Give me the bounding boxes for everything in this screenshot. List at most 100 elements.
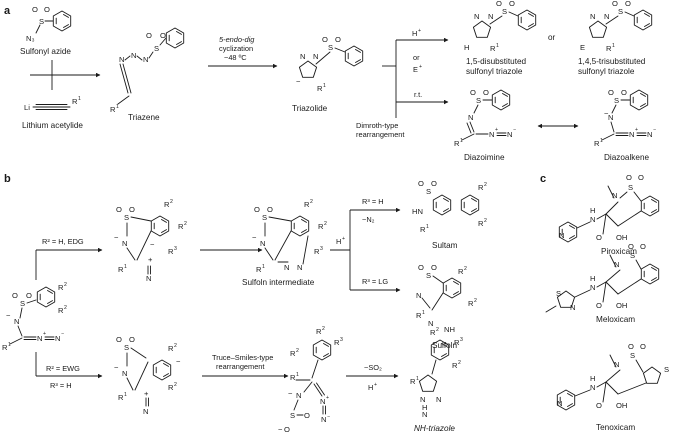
azide-group: N₃ <box>26 34 35 43</box>
sulfur-atom: S <box>628 183 633 192</box>
r3-superscript: 3 <box>340 337 343 343</box>
r2-superscript: 2 <box>474 298 477 304</box>
hydrogen-atom: H <box>590 374 595 383</box>
tenoxicam-structure: N N H O N S O O S OH <box>556 342 669 411</box>
hydrogen-atom: H <box>590 206 595 215</box>
r1-group: R <box>72 97 78 106</box>
sulfur-atom: S <box>618 7 623 16</box>
hydroxyl-group: OH <box>616 401 627 410</box>
negative-charge: − <box>252 233 257 242</box>
nitrogen-atom: N <box>489 130 494 139</box>
nitrogen-atom: N <box>122 239 127 248</box>
triazene-structure: S O O N N N R 1 <box>110 27 185 114</box>
plus-charge: + <box>326 395 329 401</box>
nitrogen-atom: N <box>420 395 425 404</box>
nitrogen-atom: N <box>416 291 421 300</box>
cyclization-condition-1: 5-endo-dig <box>219 35 255 44</box>
nitrogen-atom: N <box>590 383 595 392</box>
cyclization-condition-2: cyclization <box>219 44 253 53</box>
nitrogen-atom: N <box>14 317 19 326</box>
minus-n2-condition: −N₂ <box>362 215 375 224</box>
plus-charge: + <box>342 236 345 242</box>
sulfur-atom: S <box>328 43 333 52</box>
negative-charge: − <box>278 425 283 434</box>
electrophile-atom: E <box>580 43 585 52</box>
piroxicam-structure: N N H O N S O O OH <box>558 173 660 243</box>
sulfur-atom: S <box>39 17 44 26</box>
oxygen-atom: O <box>322 35 328 44</box>
oxygen-atom: O <box>129 205 135 214</box>
or-condition: or <box>413 53 420 62</box>
negative-charge: − <box>604 109 609 118</box>
nitrogen-atom: N <box>300 52 305 61</box>
r2-group: R <box>478 219 484 228</box>
nitrogen-atom: N <box>608 113 613 122</box>
diazoimine-label: Diazoimine <box>464 153 505 162</box>
oxygen-atom: O <box>483 88 489 97</box>
oxygen-atom: O <box>470 88 476 97</box>
oxygen-atom: O <box>638 173 644 182</box>
r1-group: R <box>118 265 124 274</box>
sulfinate-diazoalkene-structure: R 2 R 3 R 2 R 1 N − S O O − N + N − <box>278 326 343 434</box>
r2-superscript: 2 <box>458 360 461 366</box>
r1-superscript: 1 <box>422 310 425 316</box>
minus-so2-condition: −SO₂ <box>364 363 382 372</box>
r2-group: R <box>290 349 296 358</box>
r1-group: R <box>594 139 600 148</box>
disubstituted-triazole-label-2: sulfonyl triazole <box>466 67 523 76</box>
r2-group: R <box>458 267 464 276</box>
hydrogen-atom: H <box>464 43 469 52</box>
sulfur-atom: S <box>20 299 25 308</box>
plus-charge: + <box>144 389 149 398</box>
plus-charge: + <box>418 28 421 34</box>
nh-group: NH <box>444 325 455 334</box>
hydrogen-atom: H <box>422 403 427 412</box>
dimroth-condition-2: rearrangement <box>356 130 404 139</box>
lithium-acetylide-structure: Li R 1 <box>24 96 81 112</box>
r3-superscript: 3 <box>174 246 177 252</box>
oxygen-atom: O <box>625 0 631 8</box>
spiro-intermediate-structure: S O O − N R 1 + N R 2 R 2 − <box>114 335 181 416</box>
nitrogen-atom: N <box>284 263 289 272</box>
r2-group: R <box>58 283 64 292</box>
oxygen-atom: O <box>596 401 602 410</box>
oxygen-atom: O <box>496 0 502 8</box>
oxygen-atom: O <box>418 179 424 188</box>
r2-superscript: 2 <box>170 199 173 205</box>
r2-group: R <box>452 361 458 370</box>
panel-b-label: b <box>4 173 11 185</box>
r2-superscript: 2 <box>484 218 487 224</box>
r2-superscript: 2 <box>310 199 313 205</box>
nitrogen-atom: N <box>559 231 564 240</box>
oxygen-atom: O <box>596 233 602 242</box>
hydrogen-atom: H <box>590 274 595 283</box>
oxygen-atom: O <box>596 301 602 310</box>
nitrogen-atom: N <box>260 239 265 248</box>
r2-superscript: 2 <box>436 327 439 333</box>
panel-a-label: a <box>4 5 11 17</box>
r1-superscript: 1 <box>124 392 127 398</box>
sulfur-atom: S <box>614 96 619 105</box>
sulfur-atom: S <box>154 44 159 53</box>
oxygen-atom: O <box>284 425 290 434</box>
diazoalkene-label: Diazoalkene <box>604 153 650 162</box>
oxygen-atom: O <box>254 205 260 214</box>
plus-charge: + <box>635 127 638 133</box>
r1-superscript: 1 <box>296 372 299 378</box>
r2-superscript: 2 <box>174 382 177 388</box>
electrophile-condition: E <box>413 65 418 74</box>
r3-group: R <box>314 247 320 256</box>
r1-superscript: 1 <box>124 264 127 270</box>
r1-superscript: 1 <box>460 138 463 144</box>
oxygen-atom: O <box>146 31 152 40</box>
triazolide-label: Triazolide <box>292 104 328 113</box>
plus-charge: + <box>495 127 498 133</box>
negative-charge: − <box>296 77 301 86</box>
sulfonyl-azide-structure: S O O N₃ <box>26 5 72 43</box>
r1-superscript: 1 <box>496 43 499 49</box>
tenoxicam-label: Tenoxicam <box>596 423 635 432</box>
plus-charge: + <box>148 255 153 264</box>
nitrogen-atom: N <box>570 303 575 312</box>
r2-group: R <box>164 200 170 209</box>
